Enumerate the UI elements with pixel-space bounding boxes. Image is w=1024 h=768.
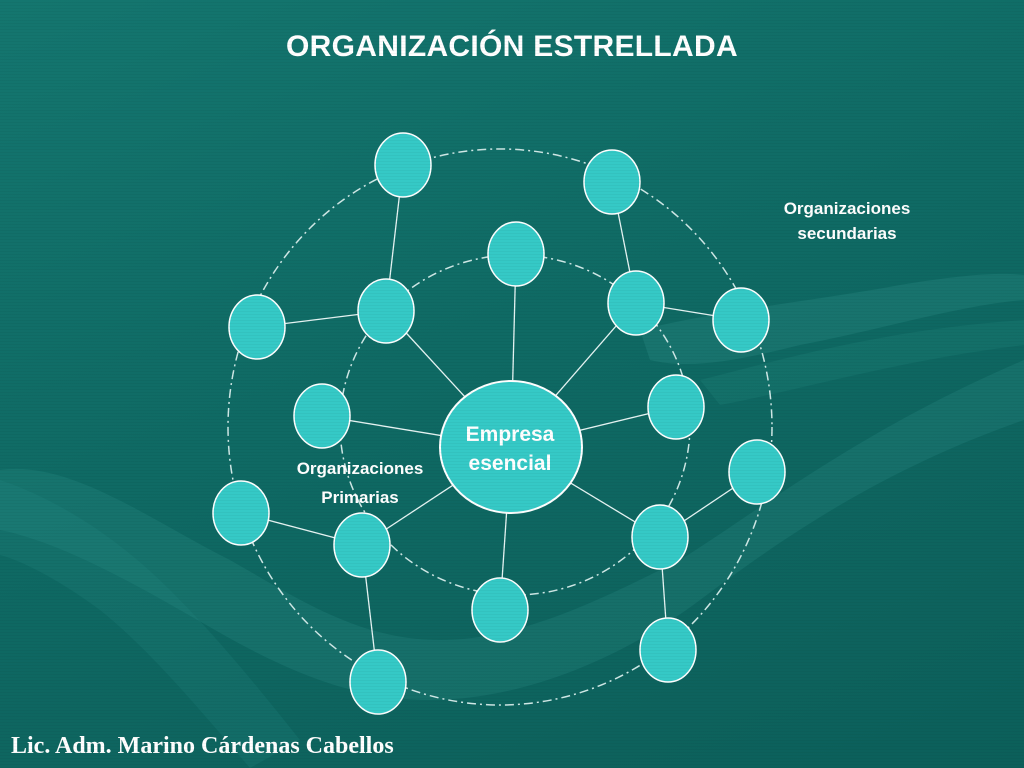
nodes <box>212 132 786 715</box>
slide-title: ORGANIZACIÓN ESTRELLADA <box>286 30 738 63</box>
secondary-node <box>374 132 432 198</box>
core-company-label: Empresa esencial <box>440 420 580 478</box>
secondary-node <box>712 287 770 353</box>
primary-node <box>487 221 545 287</box>
primary-node <box>471 577 529 643</box>
core-node <box>439 380 583 514</box>
core-label-line1: Empresa <box>465 423 555 446</box>
secondary-organizations-label: Organizaciones secundarias <box>747 196 947 246</box>
primary-node <box>647 374 705 440</box>
secondary-node <box>728 439 786 505</box>
secondary-label-line1: Organizaciones <box>783 199 911 218</box>
primary-node <box>357 278 415 344</box>
secondary-node <box>639 617 697 683</box>
primary-label-line1: Organizaciones <box>296 459 424 478</box>
outer-orbit-ring <box>227 148 773 706</box>
primary-node <box>333 512 391 578</box>
primary-node <box>631 504 689 570</box>
secondary-node <box>583 149 641 215</box>
primary-organizations-label: Organizaciones Primarias <box>275 454 445 512</box>
core-label-line2: esencial <box>468 452 552 475</box>
secondary-node <box>228 294 286 360</box>
author-footer: Lic. Adm. Marino Cárdenas Cabellos <box>11 733 394 759</box>
primary-node <box>293 383 351 449</box>
primary-node <box>607 270 665 336</box>
primary-label-line2: Primarias <box>321 488 399 507</box>
secondary-node <box>349 649 407 715</box>
secondary-label-line2: secundarias <box>797 224 897 243</box>
secondary-node <box>212 480 270 546</box>
